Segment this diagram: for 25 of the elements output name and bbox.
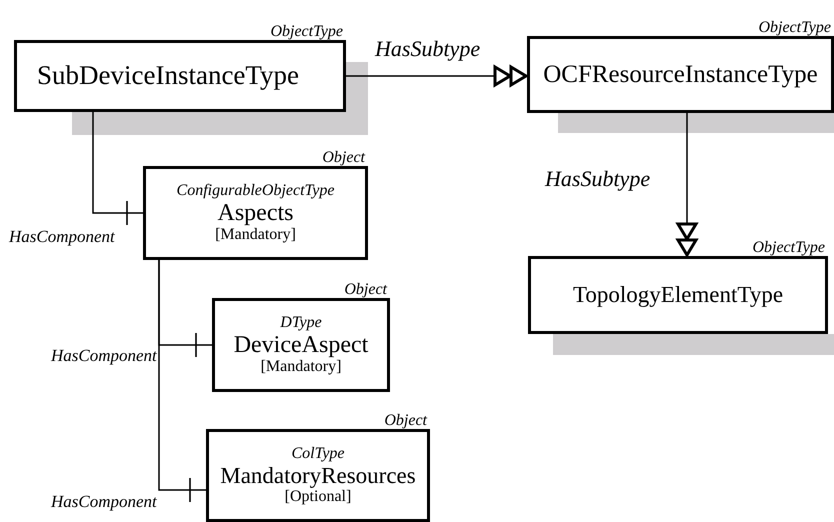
node-name: SubDeviceInstanceType <box>37 61 300 91</box>
modelling-rule-label: [Mandatory] <box>215 226 296 244</box>
node-name: MandatoryResources <box>220 462 416 488</box>
type-definition-label: DType <box>280 314 322 332</box>
node-name: TopologyElementType <box>572 282 784 308</box>
node-type-label: Object <box>384 412 427 430</box>
reference-line <box>158 260 206 503</box>
edge-label: HasComponent <box>50 347 158 366</box>
modelling-rule-label: [Mandatory] <box>260 358 342 376</box>
reference-line <box>92 112 143 226</box>
node-type-label: ObjectType <box>270 23 343 41</box>
node-name: DeviceAspect <box>234 332 368 358</box>
node-type-label: Object <box>344 281 387 299</box>
node-type-label: ObjectType <box>758 19 831 37</box>
edge-label: HasComponent <box>8 228 116 247</box>
type-definition-label: ConfigurableObjectType <box>176 182 334 200</box>
arrow <box>346 66 528 86</box>
arrow <box>676 113 698 256</box>
node-type-label: ObjectType <box>752 239 825 257</box>
edge-label: HasComponent <box>50 493 158 512</box>
node-name: OCFResourceInstanceType <box>543 60 818 88</box>
modelling-rule-label: [Optional] <box>284 488 352 506</box>
node-name: Aspects <box>218 200 294 226</box>
node-type-label: Object <box>322 149 365 167</box>
type-definition-label: ColType <box>291 445 345 463</box>
